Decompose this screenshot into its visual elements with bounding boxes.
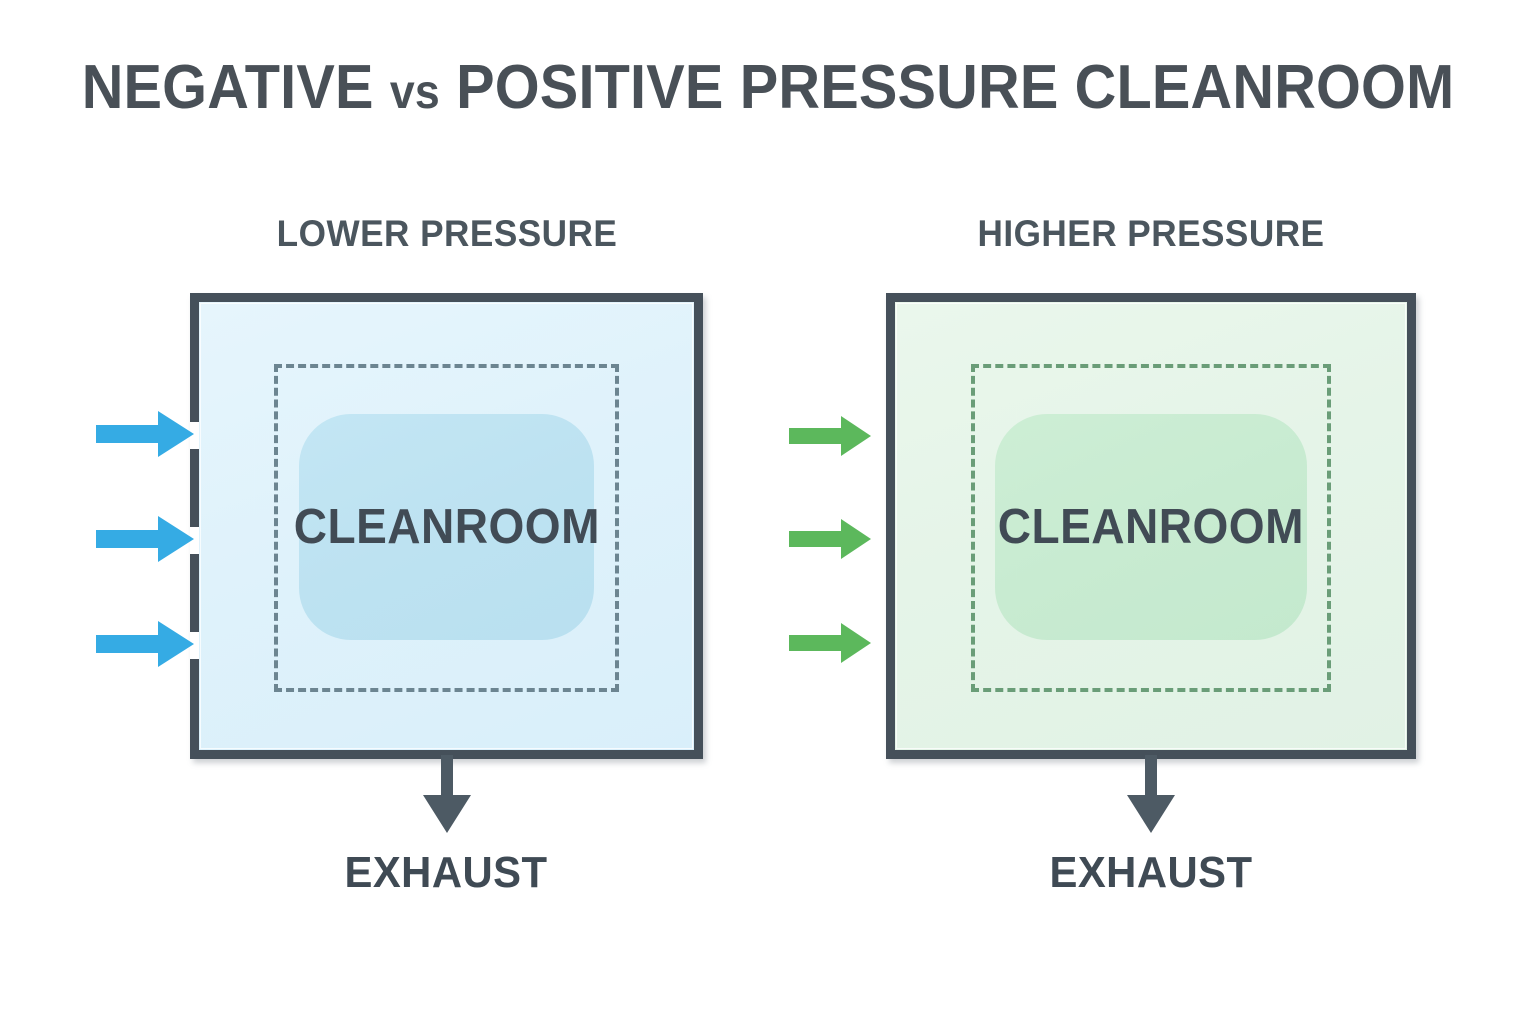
cleanroom-core-label-positive: CLEANROOM <box>997 500 1305 554</box>
exhaust-arrow-negative <box>423 755 471 833</box>
cleanroom-core-negative: CLEANROOM <box>293 414 599 640</box>
wall-gap-inlet-2 <box>190 527 199 554</box>
inflow-arrow-negative-2 <box>96 516 194 562</box>
inflow-arrow-positive-1 <box>789 416 871 456</box>
inflow-arrow-positive-2 <box>789 519 871 559</box>
panel-heading-negative: LOWER PRESSURE <box>276 213 618 254</box>
cleanroom-core-label-negative: CLEANROOM <box>293 500 600 554</box>
inflow-arrow-positive-3 <box>789 623 871 663</box>
inflow-arrow-negative-1 <box>96 411 194 457</box>
exhaust-label-negative: EXHAUST <box>344 848 548 897</box>
filter-boundary-positive <box>971 364 1331 692</box>
exhaust-arrow-positive <box>1127 755 1175 833</box>
wall-gap-inlet-3 <box>190 632 199 659</box>
panel-heading-positive: HIGHER PRESSURE <box>977 213 1325 254</box>
title-part-positive: POSITIVE PRESSURE CLEANROOM <box>456 53 1455 122</box>
page-title: NEGATIVE vs POSITIVE PRESSURE CLEANROOM <box>54 52 1482 129</box>
filter-boundary-negative <box>274 364 619 692</box>
wall-gap-inlet-1 <box>190 422 199 449</box>
room-box-positive: CLEANROOM <box>886 293 1416 759</box>
inflow-arrow-negative-3 <box>96 621 194 667</box>
title-vs: vs <box>389 66 440 119</box>
exhaust-label-positive: EXHAUST <box>1049 848 1253 897</box>
room-box-negative: CLEANROOM <box>190 293 703 759</box>
cleanroom-core-positive: CLEANROOM <box>995 414 1307 640</box>
title-part-negative: NEGATIVE <box>81 53 374 122</box>
